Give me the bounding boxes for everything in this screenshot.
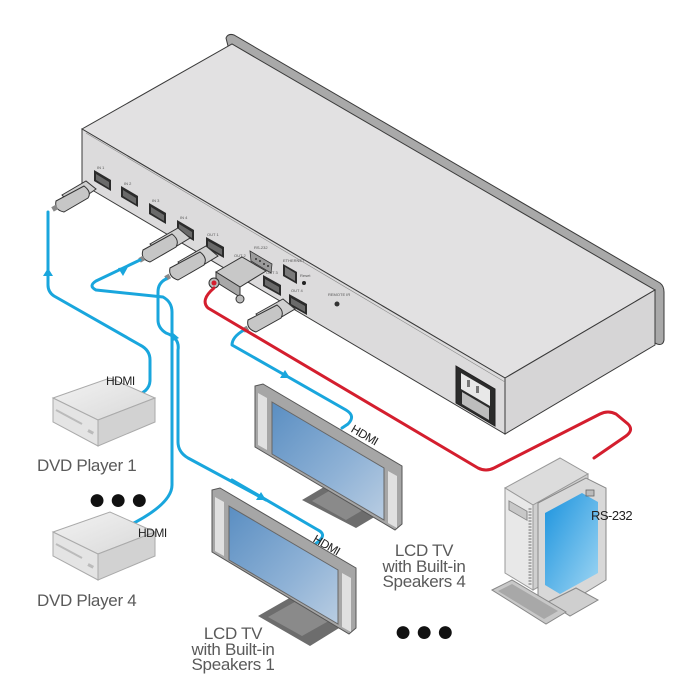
- hdmi-plug-out1: [164, 245, 219, 281]
- port-label-in1: IN 1: [97, 165, 105, 170]
- cable-tv4-hdmi: [230, 328, 353, 430]
- lcd-tv-4-label-line1: LCD TV: [394, 541, 454, 560]
- dvd-player-1: [51, 377, 157, 447]
- port-label-out3: OUT 3: [266, 270, 278, 275]
- port-out1[interactable]: OUT 1: [206, 232, 224, 258]
- port-label-ethernet: ETHERNET: [283, 258, 305, 263]
- lcd-tv-1-label-line1: LCD TV: [203, 624, 263, 643]
- port-in1[interactable]: IN 1: [94, 165, 111, 191]
- lcd-tv-1: [211, 487, 357, 646]
- port-label-in3: IN 3: [152, 198, 160, 203]
- port-out4[interactable]: OUT 4: [289, 288, 307, 315]
- lcd-tv-1-label: LCD TV with Built-in Speakers 1: [180, 624, 286, 675]
- cable-dvd4-hdmi: [90, 258, 174, 530]
- port-in3[interactable]: IN 3: [149, 198, 166, 224]
- cable-dvd1-hdmi: [46, 210, 152, 398]
- port-label-reset: Reset: [300, 273, 311, 278]
- port-in4[interactable]: IN 4: [177, 215, 194, 241]
- cable-pc-rs232: [203, 286, 633, 472]
- dvd-player-4: [51, 511, 157, 581]
- dvd-player-4-label: DVD Player 4: [37, 591, 137, 610]
- port-in2[interactable]: IN 2: [121, 181, 138, 207]
- dvd-ellipsis: ●●●: [88, 483, 152, 516]
- tv-ellipsis: ●●●: [394, 615, 458, 648]
- lcd-tv-4-label: LCD TV with Built-in Speakers 4: [370, 541, 478, 592]
- remote-ir-sensor: REMOTE IR: [328, 292, 350, 307]
- port-label-rs232: RS-232: [254, 245, 268, 250]
- port-label-out1: OUT 1: [207, 232, 219, 237]
- lcd-tv-4: [254, 383, 403, 531]
- port-out2[interactable]: OUT 2: [234, 253, 246, 258]
- port-out3[interactable]: OUT 3: [263, 270, 281, 296]
- lcd-tv-1-label-line2: with Built-in: [191, 639, 275, 659]
- port-label-out4: OUT 4: [291, 288, 303, 293]
- arrow-icon: [118, 267, 128, 276]
- port-label-remote-ir: REMOTE IR: [328, 292, 350, 297]
- reset-button[interactable]: Reset: [300, 273, 311, 285]
- cable-label-dvd4: HDMI: [138, 526, 167, 540]
- arrow-icon: [280, 370, 290, 378]
- pc-computer: [490, 457, 607, 625]
- hdmi-plug-in1: [51, 180, 97, 213]
- dvd-player-1-label: DVD Player 1: [37, 456, 137, 475]
- cable-tv1-hdmi: [156, 277, 268, 502]
- tv1-screen: [228, 505, 339, 625]
- arrow-icon: [171, 332, 179, 342]
- port-label-in2: IN 2: [124, 181, 132, 186]
- hdmi-plug-out4: [242, 298, 296, 333]
- power-inlet[interactable]: [455, 365, 496, 427]
- matrix-switcher: IN 1 IN 2 IN 3 IN 4 OUT 1 OUT 2: [81, 33, 665, 435]
- rs232-plug: [208, 256, 267, 304]
- cable-label-dvd1: HDMI: [106, 374, 135, 388]
- port-label-in4: IN 4: [180, 215, 188, 220]
- pc-screen: [545, 493, 598, 594]
- cable-label-pc: RS-232: [591, 508, 633, 523]
- lcd-tv-1-label-line3: Speakers 1: [191, 655, 275, 675]
- hdmi-plug-in4: [138, 227, 191, 263]
- port-rs232[interactable]: RS-232: [249, 245, 273, 274]
- port-ethernet[interactable]: ETHERNET: [283, 258, 305, 284]
- port-label-out2: OUT 2: [234, 253, 246, 258]
- lcd-tv-4-label-line2: with Built-in: [382, 556, 466, 576]
- tv4-screen: [271, 401, 385, 521]
- arrow-icon: [43, 268, 53, 276]
- switcher-side: [504, 289, 656, 435]
- lcd-tv-4-label-line3: Speakers 4: [382, 572, 466, 592]
